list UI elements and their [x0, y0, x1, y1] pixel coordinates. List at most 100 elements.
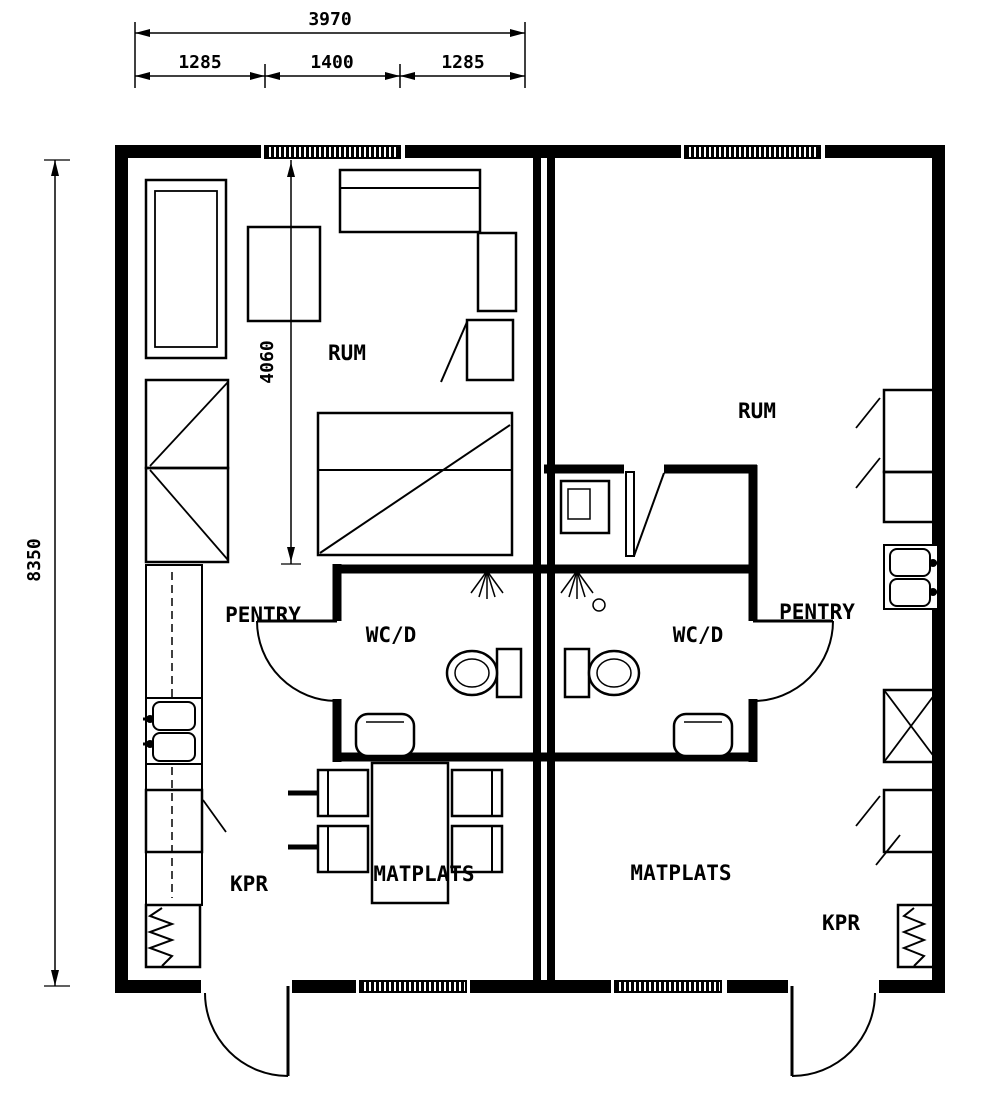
dimension-text-room-height: 4060 — [257, 340, 278, 383]
cabinet-door-mark — [855, 457, 881, 489]
shower-spray — [478, 570, 488, 598]
wcd-left — [256, 564, 545, 762]
arrowhead — [51, 160, 59, 176]
hall-right — [544, 464, 758, 573]
window-frame — [614, 980, 722, 993]
shower-spray — [560, 570, 578, 594]
shower-spray — [486, 570, 496, 598]
cabinet-door-mark — [202, 799, 227, 833]
arrowhead — [135, 72, 150, 80]
shower-icon — [470, 567, 504, 599]
arrowhead — [510, 29, 525, 37]
arrowhead — [287, 547, 295, 562]
entrance-door-right — [788, 978, 879, 1077]
dimension-text-segment-2: 1400 — [310, 52, 353, 73]
shower-spray — [486, 570, 504, 594]
arrowhead — [385, 72, 400, 80]
arrowhead — [287, 162, 295, 177]
dimension-left: 8350 — [24, 159, 70, 987]
washing-machine — [559, 479, 611, 535]
cabinet — [144, 788, 204, 854]
toilet-bowl — [587, 649, 641, 697]
cabinet — [882, 688, 940, 764]
floor-drain — [592, 598, 606, 612]
arrowhead — [250, 72, 265, 80]
washbasin-bowl — [672, 712, 734, 758]
arrowhead — [510, 72, 525, 80]
table — [246, 225, 322, 323]
washbasin — [354, 712, 416, 758]
window-frame — [359, 980, 467, 993]
hall-door-swing — [633, 472, 665, 557]
dimension-text-total-height: 8350 — [24, 538, 45, 581]
entrance-door-left — [201, 978, 292, 1077]
chair — [450, 824, 504, 874]
door-opening — [788, 978, 879, 996]
wcd-door-swing-arc — [752, 620, 834, 702]
nightstand-mark — [440, 321, 468, 383]
cabinet-door-mark — [883, 689, 939, 763]
washing-machine-inner — [567, 488, 591, 520]
window-bottom-left — [356, 977, 470, 997]
shower-head — [574, 567, 580, 573]
chair — [316, 824, 370, 874]
pentry-strip-right — [855, 388, 940, 969]
matplats-left-furniture — [288, 761, 504, 905]
washbasin-bowl — [354, 712, 416, 758]
wcd-right — [543, 564, 834, 762]
room-label-pentry-right: PENTRY — [779, 600, 855, 624]
window-top-left — [261, 141, 405, 162]
washbasin — [672, 712, 734, 758]
toilet — [445, 647, 523, 699]
dimension-text-total-width: 3970 — [308, 9, 351, 30]
toilet-bowl-inner — [596, 658, 632, 688]
cabinet-door-mark — [855, 397, 881, 429]
room-label-wcd-right: WC/D — [673, 623, 724, 647]
toilet-bowl-inner — [454, 658, 490, 688]
cabinet-door-mark — [149, 381, 229, 467]
arrowhead — [400, 72, 415, 80]
cabinet-door-mark — [149, 469, 229, 561]
hall-door-leaf — [625, 471, 635, 557]
chair — [450, 768, 504, 818]
arrowhead — [51, 970, 59, 986]
dimension-text-segment-1: 1285 — [178, 52, 221, 73]
cabinet — [882, 388, 940, 474]
toilet-bowl — [445, 649, 499, 697]
room-label-rum-right: RUM — [738, 399, 776, 423]
room-label-wcd-left: WC/D — [366, 623, 417, 647]
window-frame — [684, 145, 821, 159]
arrowhead — [135, 29, 150, 37]
shower-spray — [568, 570, 578, 598]
door-opening — [201, 978, 292, 996]
cabinet — [144, 466, 230, 564]
dimension-room: 4060 — [257, 160, 301, 565]
wardrobe — [144, 178, 228, 360]
dimension-text-segment-3: 1285 — [441, 52, 484, 73]
rum-left-furniture — [246, 168, 518, 557]
shower-spray — [576, 570, 594, 594]
dining-table — [370, 761, 450, 905]
wardrobe-inner — [154, 190, 218, 348]
toilet-tank — [563, 647, 591, 699]
wcd-door-swing-arc — [256, 620, 338, 702]
stove-element-symbol — [147, 907, 175, 967]
chair — [316, 768, 370, 818]
cabinet — [882, 788, 940, 854]
window-bottom-right — [611, 977, 727, 997]
door-swing-arc — [204, 992, 289, 1077]
bed-diagonal — [319, 424, 511, 554]
cabinet — [144, 378, 230, 470]
shower-head — [484, 567, 490, 573]
toilet-tank — [495, 647, 523, 699]
apartment-left: RUM PENTRY WC/D MATPLATS KPR — [143, 168, 545, 969]
sofa — [338, 168, 482, 234]
windows — [261, 141, 825, 997]
room-label-kpr-right: KPR — [822, 911, 860, 935]
entrance-doors — [201, 978, 879, 1077]
bed — [316, 411, 514, 557]
window-top-right — [681, 141, 825, 162]
room-label-matplats-right: MATPLATS — [630, 861, 731, 885]
